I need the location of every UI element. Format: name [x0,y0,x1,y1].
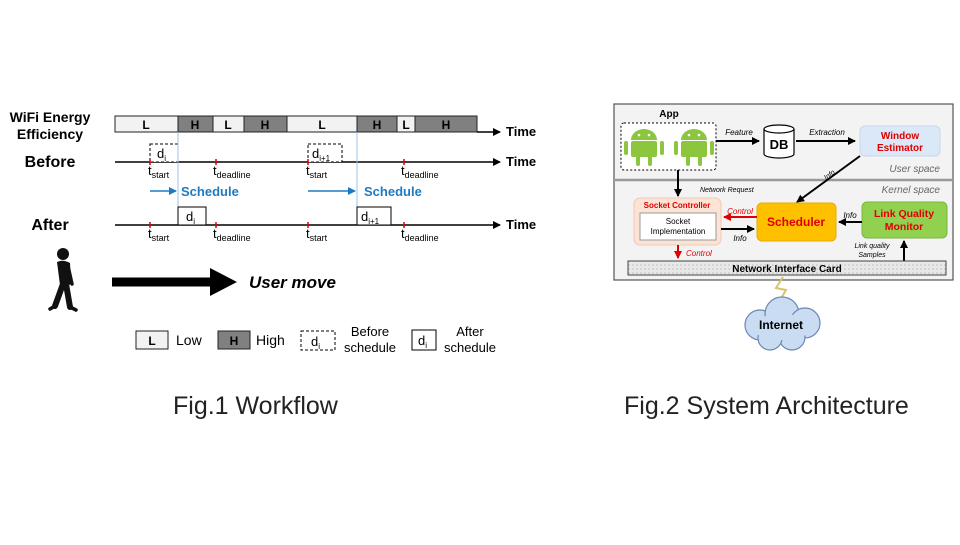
task-d: di+1 [312,146,331,163]
fig2-architecture: App Feature DB [613,103,954,351]
info-label: Info [843,211,857,220]
link-samples-line1: Link quality [854,243,890,250]
schedule-label: Schedule [364,184,422,199]
scheduler-box [756,202,837,242]
time-label: Time [506,154,536,169]
link-quality-line1: Link Quality [874,208,934,220]
efficiency-block-high [414,115,478,133]
task-d: di [157,146,166,163]
window-estimator-line2: Estimator [877,143,923,154]
time-label: Time [506,217,536,232]
legend-low-box-label: L [148,334,155,348]
android-icon [624,129,664,166]
kernel-space-label: Kernel space [882,185,941,196]
db-label: DB [770,137,789,152]
legend-before-swatch [300,330,336,351]
database-icon [763,124,795,159]
after-label: After [31,217,68,234]
internet-label: Internet [759,318,803,332]
fig1-workflow: WiFi Energy Efficiency Before After L H … [10,109,537,355]
efficiency-block-label: L [318,118,325,132]
network-request-label: Network Request [700,187,755,194]
task-d: di [311,334,320,351]
user-move-label: User move [249,273,336,292]
nic-label: Network Interface Card [732,264,841,275]
internet-cloud-icon [744,296,821,351]
fig2-caption: Fig.2 System Architecture [624,392,909,420]
wifi-energy-label: WiFi Energy [10,109,91,125]
before-task-di1 [307,143,343,163]
wireless-link-icon [774,276,788,303]
legend-after-line1: After [456,324,484,339]
legend-before-line1: Before [351,324,389,339]
link-quality-monitor-box [861,201,948,239]
legend-high-label: High [256,332,285,348]
user-space-label: User space [889,164,940,175]
legend-after-swatch [411,329,437,351]
socket-implementation-box [639,212,717,241]
t-start-label: tstart [306,226,328,243]
network-interface-card-bar [627,260,947,276]
feature-label: Feature [725,128,753,137]
efficiency-block-label: L [142,118,149,132]
efficiency-block-label: L [402,118,409,132]
task-d: di [418,333,427,350]
efficiency-block-label: H [191,118,200,132]
legend-high-swatch [217,330,251,350]
scheduler-label: Scheduler [767,215,825,229]
schedule-label: Schedule [181,184,239,199]
t-start-label: tstart [148,226,170,243]
after-task-di [177,206,207,226]
before-label: Before [25,154,76,171]
legend-high-box-label: H [230,334,239,348]
legend-before-line2: schedule [344,340,396,355]
task-d: di [186,209,195,226]
app-label: App [659,109,678,120]
link-samples-line2: Samples [858,252,886,259]
control-label: Control [686,249,712,258]
window-estimator-box [859,125,941,157]
info-label: Info [733,234,747,243]
t-deadline-label: tdeadline [213,163,251,180]
efficiency-bar: L H L H L H L H [114,115,478,133]
t-start-label: tstart [306,163,328,180]
efficiency-block-label: L [224,118,231,132]
legend-low-label: Low [176,332,203,348]
socket-implementation-line2: Implementation [651,227,706,236]
t-start-label: tstart [148,163,170,180]
t-deadline-label: tdeadline [401,226,439,243]
user-move-arrow-head [210,268,237,296]
link-quality-line2: Monitor [885,221,924,233]
after-task-di1 [356,206,392,226]
fig1-caption: Fig.1 Workflow [173,392,338,420]
legend-low-swatch [135,330,169,350]
window-estimator-line1: Window [881,131,919,142]
t-deadline-label: tdeadline [401,163,439,180]
socket-controller-label: Socket Controller [644,201,711,210]
walking-person-icon [48,248,78,312]
socket-implementation-line1: Socket [666,217,691,226]
android-icon [674,129,714,166]
efficiency-block-label: H [442,118,451,132]
fig1-legend: L Low H High di Before schedule di After… [135,324,496,355]
t-deadline-label: tdeadline [213,226,251,243]
time-label: Time [506,124,536,139]
task-d: di+1 [361,209,380,226]
window-to-scheduler-arrow [796,155,861,203]
extraction-label: Extraction [809,128,845,137]
control-label: Control [727,207,753,216]
efficiency-block-label: H [261,118,270,132]
efficiency-label: Efficiency [17,126,83,142]
legend-after-line2: schedule [444,340,496,355]
efficiency-block-label: H [373,118,382,132]
